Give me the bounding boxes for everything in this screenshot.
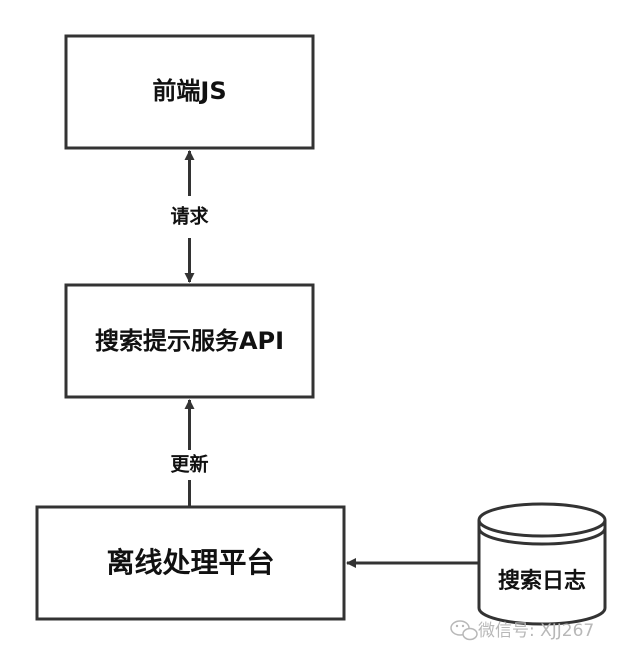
search-log-cylinder-body xyxy=(477,520,607,626)
search-log-label: 搜索日志 xyxy=(498,569,586,594)
node-suggest-api: 搜索提示服务API xyxy=(64,283,315,399)
update-label: 更新 xyxy=(170,453,208,476)
request-label: 请求 xyxy=(170,205,209,228)
edge-update: 更新 xyxy=(160,399,220,506)
frontend-box xyxy=(64,34,315,150)
offline-platform-box xyxy=(35,505,346,621)
search-log-cylinder-top xyxy=(477,502,607,538)
node-search-log: 搜索日志 xyxy=(477,502,607,626)
offline-platform-label: 离线处理平台 xyxy=(106,546,274,579)
suggest-api-box xyxy=(64,283,315,399)
watermark-text: 微信号: XJJ267 xyxy=(478,621,594,641)
update-label-bg xyxy=(160,450,220,480)
wechat-icon xyxy=(450,620,478,641)
node-frontend: 前端JS xyxy=(64,34,315,150)
wechat-watermark: 微信号: XJJ267 xyxy=(450,620,594,641)
frontend-label: 前端JS xyxy=(152,77,226,105)
search-log-cylinder-ring xyxy=(477,527,607,546)
node-offline-platform: 离线处理平台 xyxy=(35,505,346,621)
suggest-api-label: 搜索提示服务API xyxy=(95,327,284,355)
edge-request: 请求 xyxy=(170,150,209,283)
